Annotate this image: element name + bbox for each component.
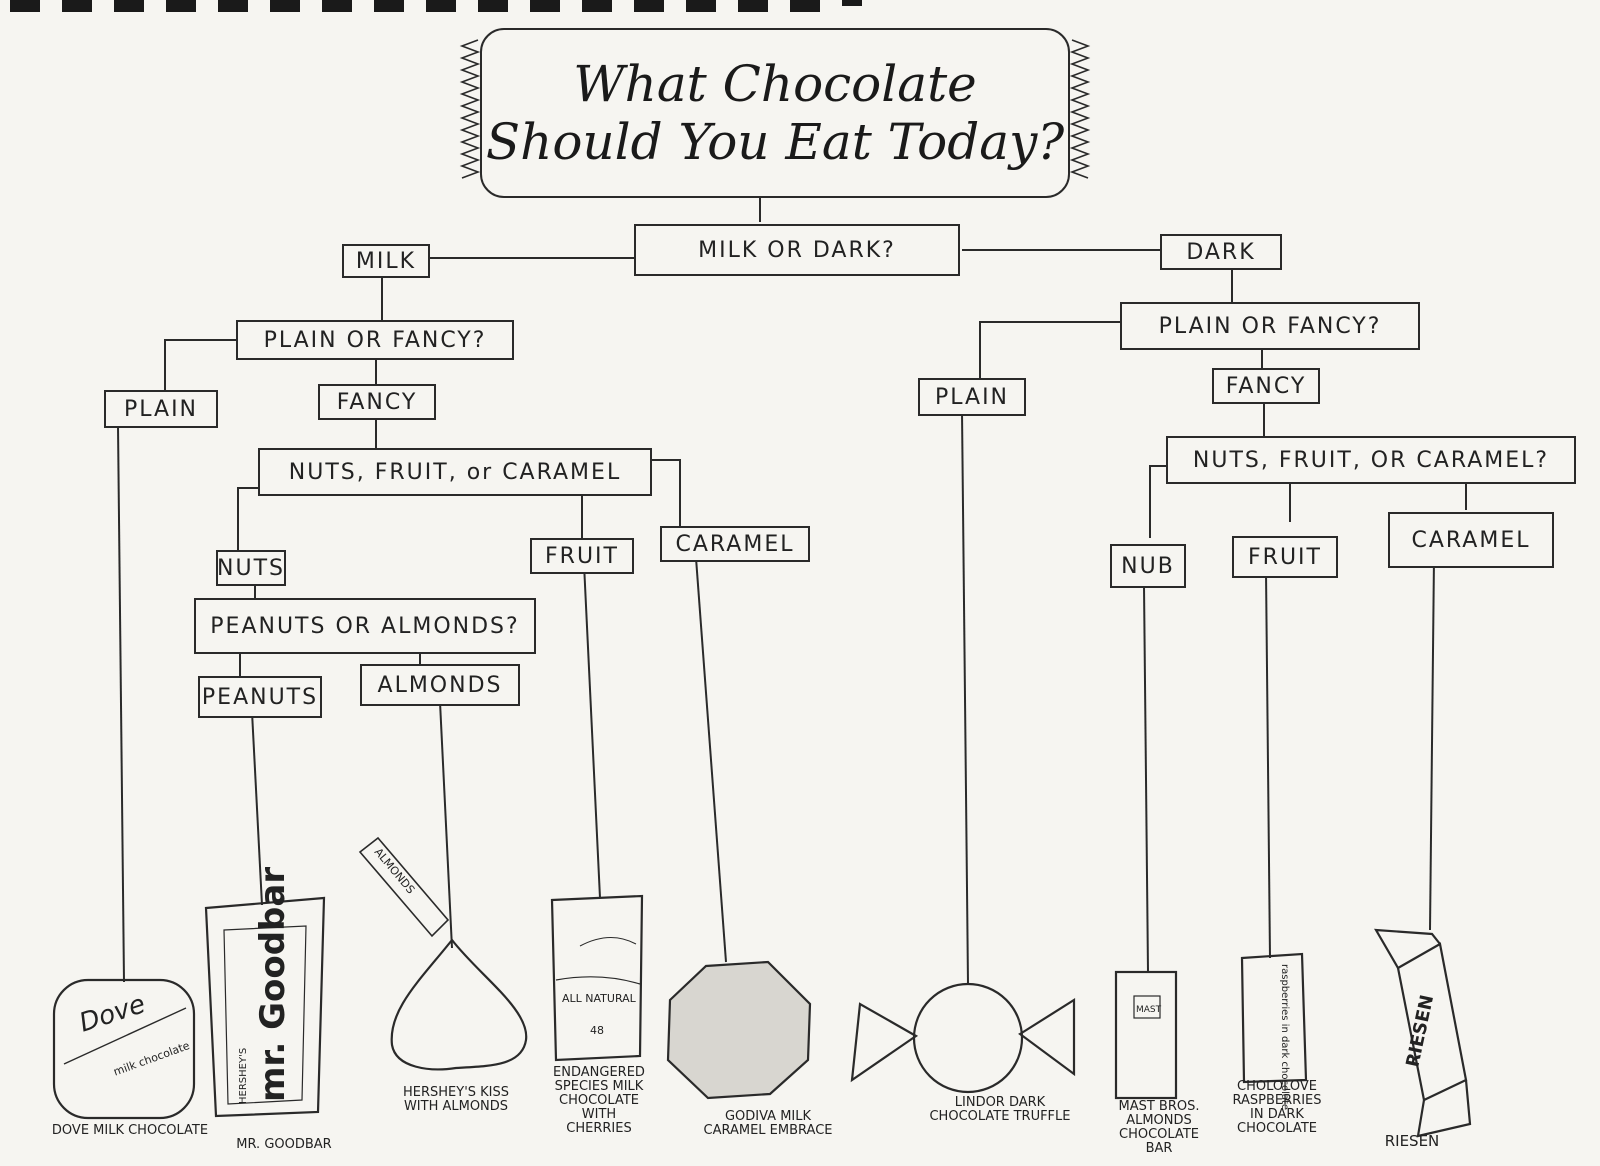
title-line-2: Should You Eat Today? [485,113,1065,171]
node-peanuts: PEANUTS [198,676,322,718]
result-mast: MAST BROS. ALMONDS CHOCOLATE BAR [1118,1099,1200,1156]
node-dark-fruit: FRUIT [1232,536,1338,578]
notebook-binding-marks [10,0,862,12]
node-dark-plain-or-fancy: PLAIN OR FANCY? [1120,302,1420,350]
endangered-bar-drawing: ALL NATURAL 48 [550,894,644,1062]
result-chocolove: CHOLOLOVE RASPBERRIES IN DARK CHOCOLATE [1232,1079,1322,1136]
endangered-label-text: ALL NATURAL [562,992,637,1005]
node-milk-plain-or-fancy: PLAIN OR FANCY? [236,320,514,360]
dove-sub-text: milk chocolate [112,1039,192,1079]
title-line-1: What Chocolate [573,55,977,113]
node-milk-plain: PLAIN [104,390,218,428]
node-dark: DARK [1160,234,1282,270]
godiva-drawing [666,960,812,1100]
node-milk-fancy: FANCY [318,384,436,420]
result-goodbar: MR. GOODBAR [236,1137,332,1152]
result-riesen: RIESEN [1384,1132,1440,1150]
goodbar-maker-text: HERSHEY'S [238,1048,249,1104]
riesen-brand-text: RIESEN [1402,993,1438,1069]
kiss-plume-text: ALMONDS [372,846,418,897]
node-milk-caramel: CARAMEL [660,526,810,562]
node-milk-or-dark: MILK OR DARK? [634,224,960,276]
node-milk-fruit: FRUIT [530,538,634,574]
node-milk: MILK [342,244,430,278]
node-peanuts-or-almonds: PEANUTS OR ALMONDS? [194,598,536,654]
result-godiva: GODIVA MILK CARAMEL EMBRACE [703,1109,833,1138]
dove-wrapper-drawing: Dove milk chocolate [52,978,196,1120]
title-wrapper-crimps [459,39,1091,179]
lindor-drawing [850,982,1076,1094]
node-dark-fancy: FANCY [1212,368,1320,404]
goodbar-wrapper-drawing: mr. Goodbar HERSHEY'S [204,867,326,1118]
node-dark-nuts-fruit-caramel: NUTS, FRUIT, OR CARAMEL? [1166,436,1576,484]
result-kiss: HERSHEY'S KISS WITH ALMONDS [402,1085,510,1114]
mast-label-text: MAST [1136,1005,1162,1015]
endangered-num-text: 48 [590,1024,604,1037]
node-milk-nuts-fruit-caramel: NUTS, FRUIT, or CARAMEL [258,448,652,496]
node-milk-nuts: NUTS [216,550,286,586]
riesen-drawing: RIESEN [1374,928,1472,1138]
result-endangered: ENDANGERED SPECIES MILK CHOCOLATE WITH C… [553,1065,645,1136]
node-almonds: ALMONDS [360,664,520,706]
chocolove-label-text: raspberries in dark chocolate [1279,964,1290,1110]
mast-bar-drawing: MAST [1114,970,1178,1100]
dove-brand-text: Dove [76,989,149,1038]
result-lindor: LINDOR DARK CHOCOLATE TRUFFLE [929,1095,1071,1124]
node-dark-plain: PLAIN [918,378,1026,416]
connector-lines [117,198,1467,985]
node-dark-nuts: NUB [1110,544,1186,588]
page-title: What Chocolate Should You Eat Today? [480,28,1070,198]
kiss-drawing: ALMONDS [358,836,528,1071]
chocolove-bar-drawing: raspberries in dark chocolate [1240,952,1308,1110]
goodbar-brand-text: mr. Goodbar [253,867,293,1102]
result-dove: DOVE MILK CHOCOLATE [51,1123,209,1138]
node-dark-caramel: CARAMEL [1388,512,1554,568]
